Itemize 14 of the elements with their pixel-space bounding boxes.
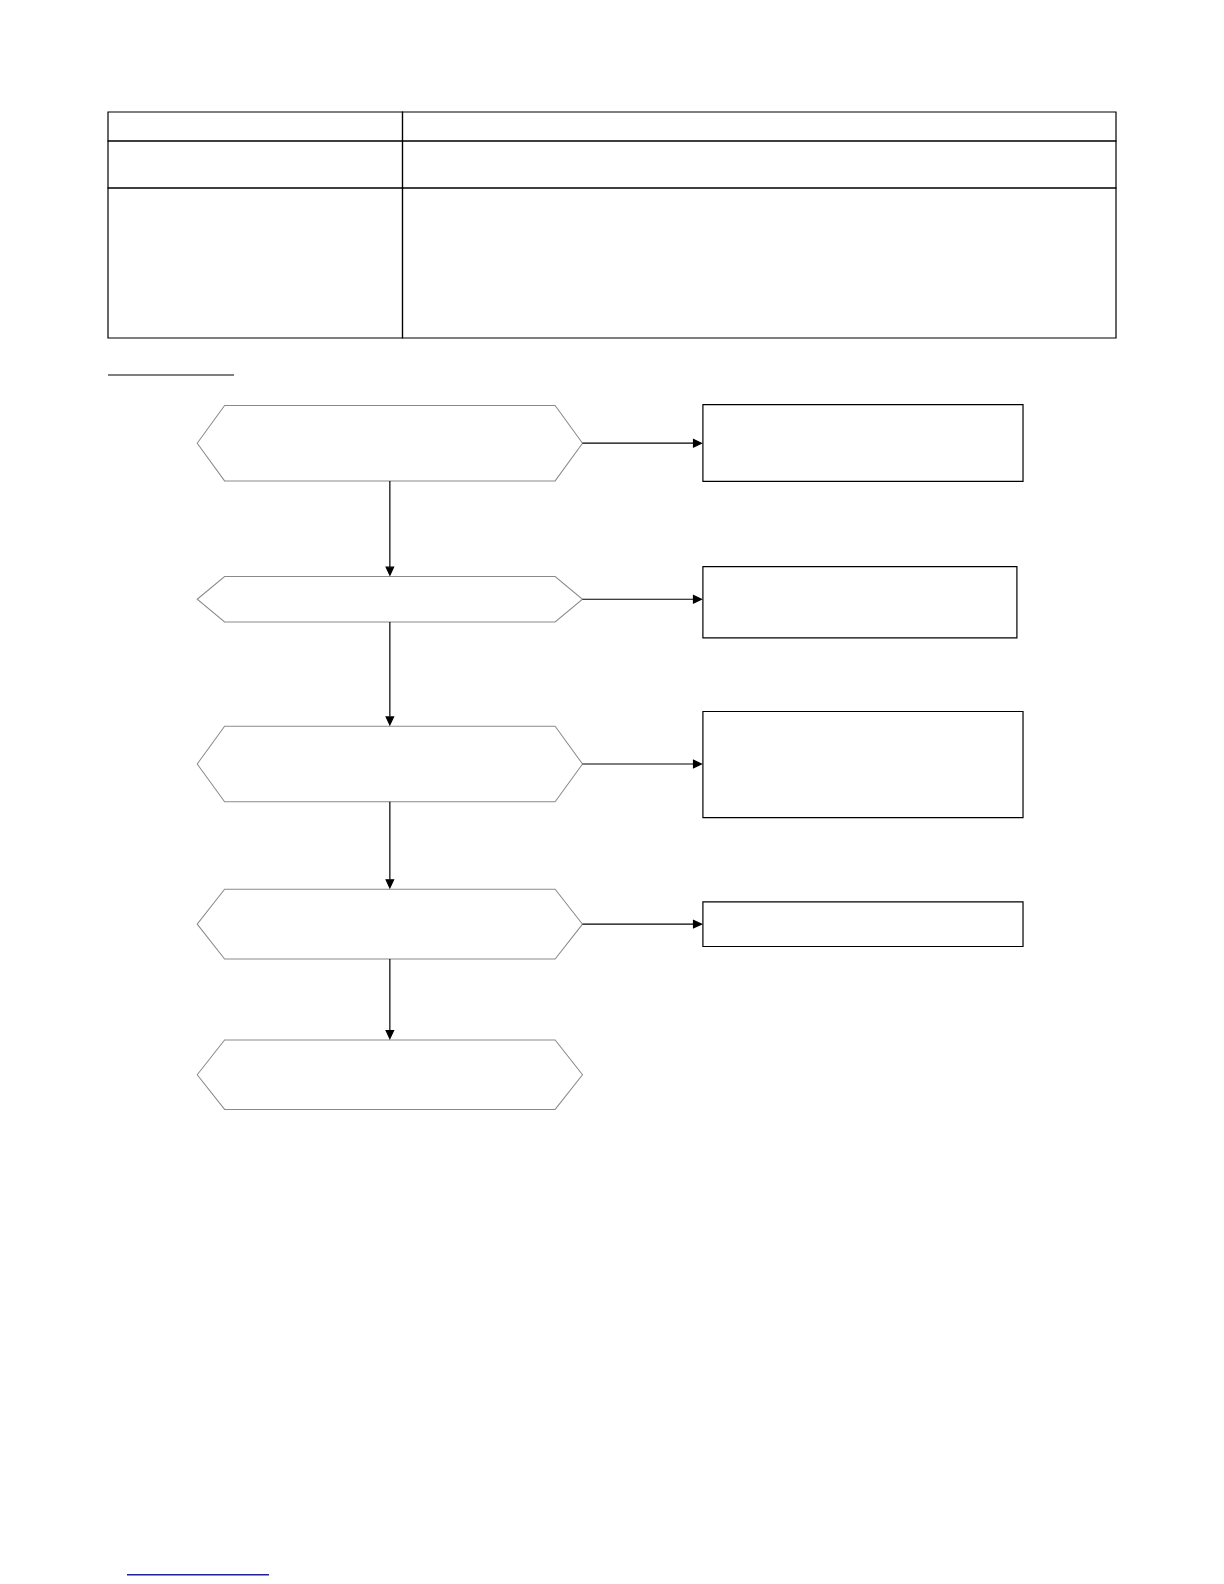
process-box: [702, 901, 1024, 948]
arrow: [581, 594, 703, 604]
arrow: [385, 958, 395, 1040]
arrow: [581, 759, 703, 769]
hexagon-box: [196, 576, 583, 623]
hexagon-box: [196, 888, 583, 960]
hexagon-box: [196, 1039, 583, 1110]
hexagon-box: [196, 405, 583, 482]
arrow: [581, 919, 703, 929]
hexagon-box: [196, 725, 583, 803]
arrow: [581, 438, 703, 448]
process-box: [702, 710, 1024, 819]
process-box: [702, 566, 1018, 639]
process-box: [702, 404, 1024, 482]
